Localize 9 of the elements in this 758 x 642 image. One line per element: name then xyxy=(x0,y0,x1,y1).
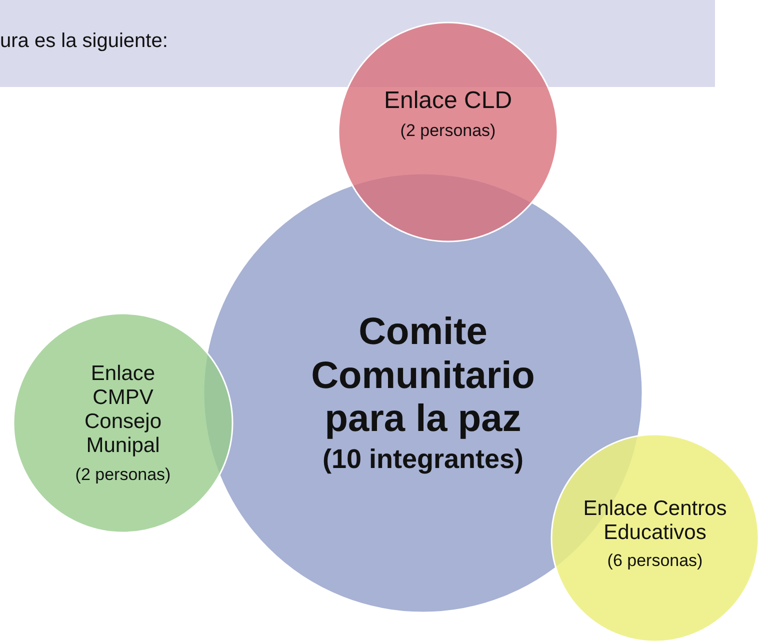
intro-text: ura es la siguiente: xyxy=(0,30,168,53)
circle-title: Enlace Centros Educativos xyxy=(582,497,728,546)
circle-title: Enlace CLD xyxy=(384,87,512,116)
member-count: (10 integrantes) xyxy=(322,444,524,476)
member-count: (2 personas) xyxy=(75,464,171,484)
member-count: (2 personas) xyxy=(400,121,496,141)
circle-title: Enlace CMPV Consejo Munipal xyxy=(83,362,163,458)
circle-title: Comite Comunitario para la paz xyxy=(310,310,536,442)
member-count: (6 personas) xyxy=(607,551,703,571)
